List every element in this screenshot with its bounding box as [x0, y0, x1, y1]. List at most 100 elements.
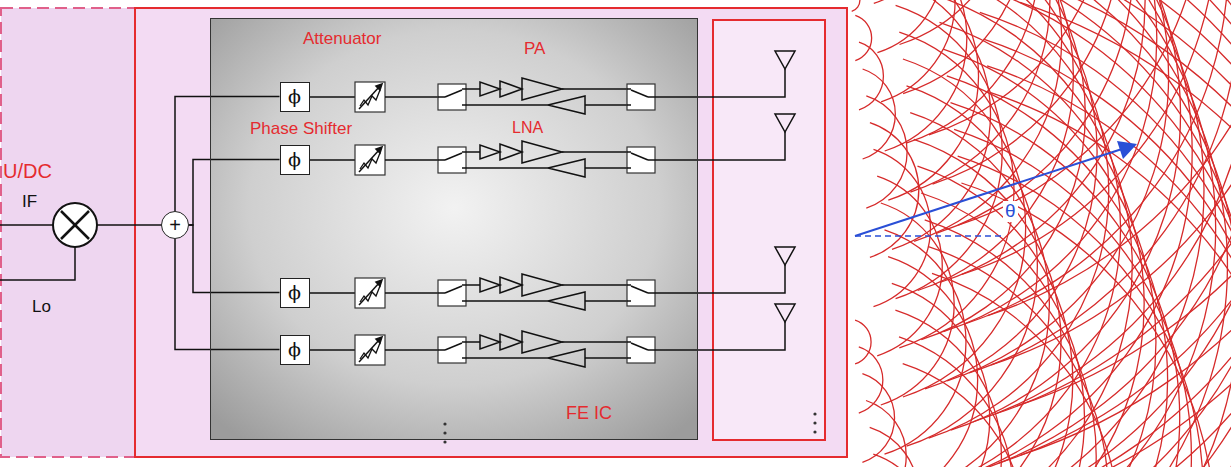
part-name: Phase Shifter — [250, 120, 352, 139]
antenna-symbol — [775, 304, 795, 322]
switch-wire — [627, 341, 631, 343]
wavefront-arc — [907, 0, 1038, 143]
wire — [585, 357, 627, 359]
wire — [466, 357, 548, 359]
continuation-dots — [443, 412, 816, 443]
attenuator-arrow — [359, 86, 380, 109]
switch-wire — [438, 159, 445, 161]
wavefront-arc — [873, 454, 930, 467]
wire — [562, 284, 627, 286]
switch-wire — [462, 300, 466, 302]
wire — [562, 88, 627, 90]
wavefront-arc — [954, 129, 1191, 467]
switch-wire — [438, 292, 445, 294]
wavefront-arc — [1020, 2, 1231, 467]
fe-ic-fill — [210, 18, 698, 440]
wire — [585, 104, 627, 106]
wire — [562, 151, 627, 153]
attenuator-symbol — [355, 145, 385, 175]
switch-symbol — [438, 337, 466, 363]
wire — [466, 284, 480, 286]
wire — [466, 300, 548, 302]
amplifier-triangle — [522, 331, 562, 353]
wavefront-arc — [888, 257, 978, 467]
amplifier-triangle — [500, 81, 522, 97]
wavefront-arc — [855, 15, 871, 60]
wire — [562, 341, 627, 343]
amplifier-triangle — [500, 334, 522, 350]
wire — [385, 159, 438, 161]
node-text: ϕ — [288, 150, 301, 169]
part-name: Attenuator — [303, 30, 381, 49]
antenna-feed — [655, 322, 785, 350]
connector-wire — [175, 239, 280, 350]
amplifier-triangle — [522, 274, 562, 296]
phase-shifter-box: ϕ — [280, 82, 310, 112]
wavefront-arc — [874, 0, 932, 3]
fe-ic-box: FE ICϕϕϕϕ — [210, 18, 698, 440]
wavefront-arc — [855, 320, 871, 364]
wire — [585, 167, 627, 169]
wavefront-arc — [965, 0, 1227, 467]
lna-triangle — [548, 159, 585, 177]
attenuator-symbol — [355, 82, 385, 112]
attenuator-arrow — [359, 282, 380, 305]
wavefront-arc — [1017, 0, 1231, 406]
wavefront-arc — [947, 76, 1168, 467]
wavefront-arc — [870, 123, 919, 258]
wavefront-arc — [899, 337, 1013, 467]
wavefront-arc — [852, 0, 860, 11]
lna-triangle — [548, 96, 585, 114]
attenuator-arrowhead — [376, 337, 382, 343]
beam-arrow — [855, 141, 1137, 236]
antenna-symbol — [775, 247, 795, 265]
part-name: PA — [524, 40, 545, 59]
switch-wire — [627, 104, 631, 106]
amplifier-triangle — [500, 144, 522, 160]
switch-wire — [462, 357, 466, 359]
wire — [310, 159, 355, 161]
mixer-symbol — [53, 203, 97, 247]
wavefront-arc — [980, 12, 1231, 467]
wavefront-arc — [895, 310, 1001, 467]
switch-symbol — [438, 147, 466, 173]
chip-label: FE IC — [566, 403, 612, 424]
switch-wire — [648, 96, 655, 98]
amplifier-triangle — [480, 82, 500, 96]
switch-symbol — [438, 280, 466, 306]
wavefront-arc — [936, 0, 1132, 467]
switch-wire — [438, 349, 445, 351]
wire — [310, 349, 355, 351]
wavefront-arc — [958, 156, 1204, 467]
lna-triangle — [548, 292, 585, 310]
wavefront-arc — [914, 139, 1061, 467]
wavefront-arc — [988, 0, 1231, 316]
switch-symbol — [627, 337, 655, 363]
node-text: + — [169, 215, 181, 235]
connector-wire — [189, 225, 280, 293]
module-box — [135, 8, 847, 457]
wavefront-arc — [859, 347, 883, 413]
attenuator-arrowhead — [376, 280, 382, 286]
wavefront-arc — [907, 86, 1038, 446]
switch-symbol — [627, 84, 655, 110]
antenna-feed — [655, 132, 785, 160]
amplifier-triangle — [480, 278, 500, 292]
wire — [466, 167, 548, 169]
wavefront-arc — [903, 364, 1025, 467]
amplifier-triangle — [480, 145, 500, 159]
switch-arm — [631, 153, 648, 160]
switch-wire — [648, 349, 655, 351]
wavefront-arc — [1009, 0, 1231, 467]
wavefront-arc — [984, 0, 1231, 467]
switch-wire — [462, 341, 466, 343]
wavefront-arc — [932, 273, 1120, 467]
attenuator-arrowhead — [376, 147, 382, 153]
wavefront-arc — [866, 96, 907, 208]
part-name: LNA — [512, 119, 543, 137]
switch-arm — [631, 90, 648, 97]
wire — [585, 300, 627, 302]
switch-wire — [462, 151, 466, 153]
switch-wire — [648, 292, 655, 294]
wire — [466, 88, 480, 90]
